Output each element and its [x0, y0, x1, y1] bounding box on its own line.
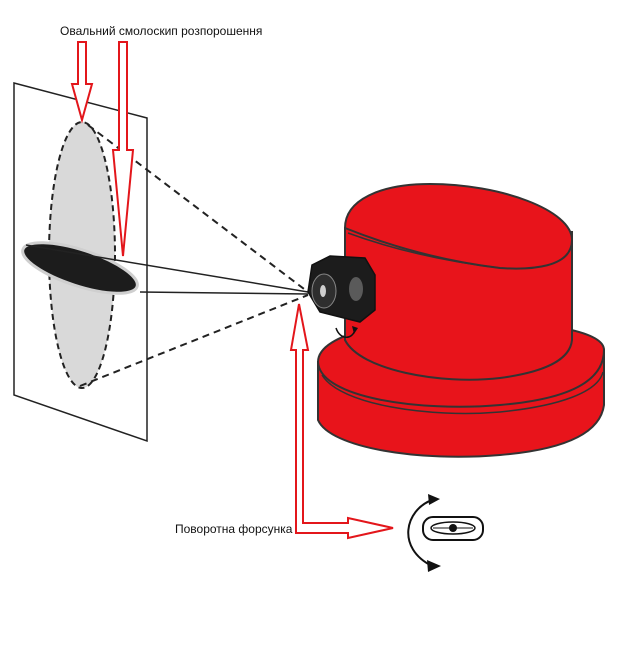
nozzle-rotation-arrow-head [352, 326, 358, 334]
cap-base-ring-line [321, 371, 604, 415]
pointer-arrow-right [111, 41, 135, 257]
rotation-arc [407, 499, 433, 567]
oval-spray-plume-label: Овальний смолоскип розпорошення [60, 24, 263, 38]
nozzle-side-highlight [349, 277, 363, 301]
rotating-nozzle-label: Поворотна форсунка [175, 522, 293, 536]
rotating-nozzle-icon [407, 494, 484, 572]
top-label-arrows [70, 41, 135, 257]
rotating-nozzle [307, 255, 376, 338]
spray-cap [316, 182, 606, 458]
spray-line-solid-top [25, 244, 309, 293]
horizontal-spray-oval [21, 241, 139, 295]
rotation-arrow-head-top [428, 494, 440, 505]
nozzle-orifice [320, 285, 326, 297]
pointer-arrow-nozzle [289, 303, 394, 540]
cap-upper-rim-line [347, 232, 501, 269]
spray-line-dashed-top [87, 124, 309, 293]
spray-line-dashed-bottom [79, 294, 309, 387]
pointer-arrow-left [70, 41, 94, 124]
rotation-arrow-head-bottom [427, 560, 441, 572]
spray-line-solid-bottom [139, 291, 309, 295]
